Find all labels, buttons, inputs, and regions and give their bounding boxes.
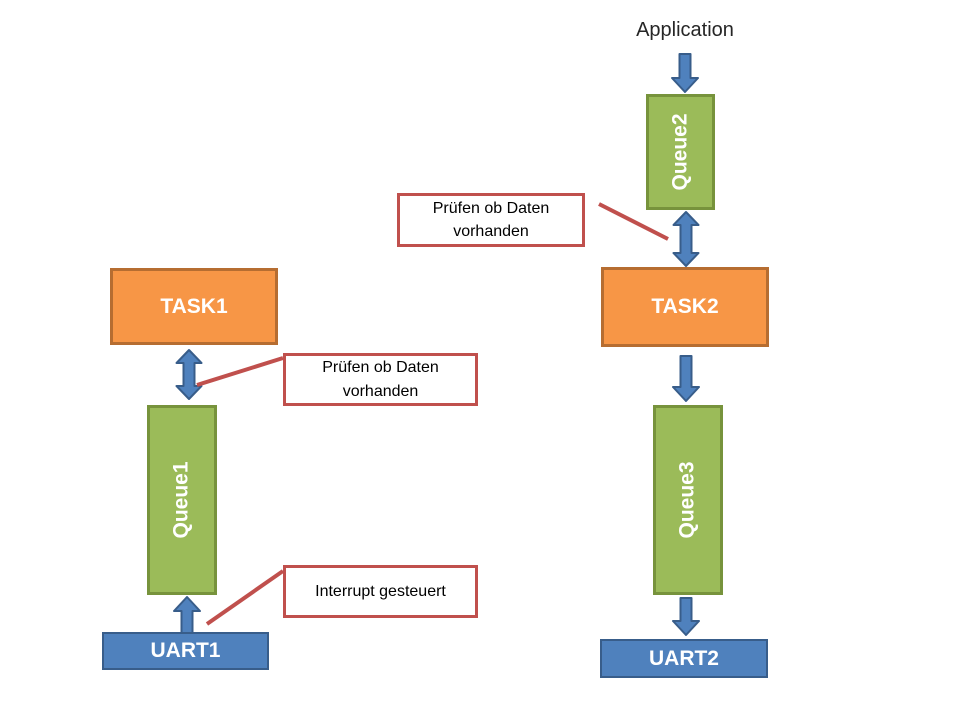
annotation-interrupt: Interrupt gesteuert bbox=[283, 565, 478, 618]
arrow-application-to-queue2 bbox=[671, 53, 699, 93]
arrow-queue3-to-uart2 bbox=[672, 597, 700, 636]
annotation-pruefen-left-line2: vorhanden bbox=[342, 382, 419, 400]
task2-label: TASK2 bbox=[651, 295, 719, 318]
queue1-label: Queue1 bbox=[170, 461, 193, 539]
annotation-pruefen-top: Prüfen ob Daten vorhanden bbox=[397, 193, 585, 247]
leader-line-pruefen-left bbox=[196, 356, 284, 387]
uart1-node: UART1 bbox=[102, 632, 269, 670]
arrow-uart1-to-queue1 bbox=[173, 596, 201, 634]
queue3-node: Queue3 bbox=[653, 405, 723, 595]
uart2-node: UART2 bbox=[600, 639, 768, 678]
leader-line-interrupt bbox=[205, 569, 285, 626]
annotation-pruefen-left: Prüfen ob Daten vorhanden bbox=[283, 353, 478, 406]
arrow-task2-to-queue3 bbox=[672, 355, 700, 402]
uart2-label: UART2 bbox=[648, 646, 719, 670]
double-arrow-task1-queue1 bbox=[175, 349, 203, 400]
uart1-label: UART1 bbox=[150, 639, 221, 662]
task2-node: TASK2 bbox=[601, 267, 769, 347]
application-label: Application bbox=[636, 19, 734, 41]
annotation-pruefen-top-line1: Prüfen ob Daten bbox=[432, 199, 550, 217]
queue2-label: Queue2 bbox=[668, 113, 692, 191]
task1-label: TASK1 bbox=[160, 294, 228, 318]
queue1-node: Queue1 bbox=[147, 405, 217, 595]
queue2-node: Queue2 bbox=[646, 94, 715, 210]
annotation-pruefen-top-line2: vorhanden bbox=[453, 223, 529, 240]
annotation-pruefen-left-line1: Prüfen ob Daten bbox=[322, 359, 439, 377]
annotation-interrupt-label: Interrupt gesteuert bbox=[315, 582, 446, 600]
double-arrow-queue2-task2 bbox=[672, 211, 700, 267]
task1-node: TASK1 bbox=[110, 268, 278, 345]
queue3-label: Queue3 bbox=[676, 461, 699, 539]
